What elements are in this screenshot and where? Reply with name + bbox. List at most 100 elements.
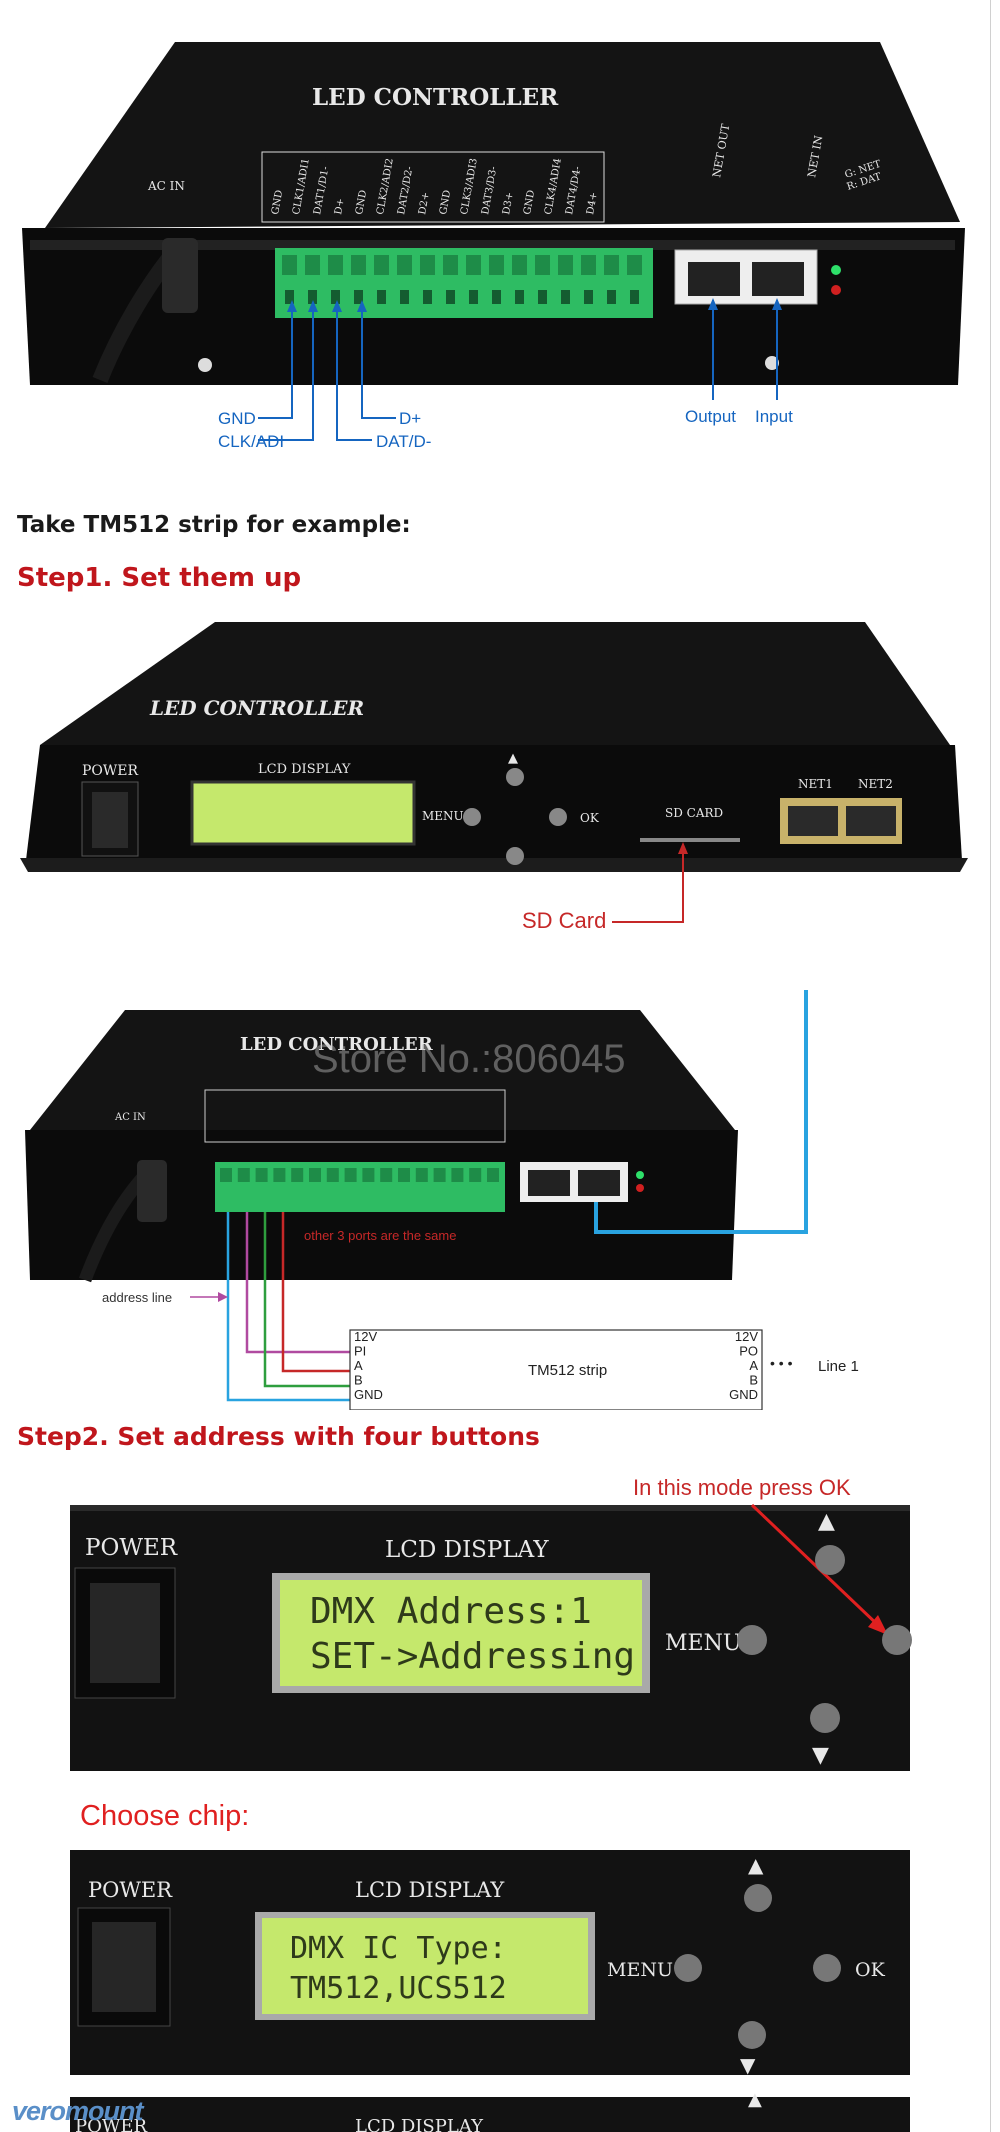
sd-card-callout: SD Card xyxy=(522,908,606,933)
strip-right-pin: PO xyxy=(739,1344,758,1359)
partial-power-label: POWER xyxy=(75,2116,148,2132)
port-label: D+ xyxy=(333,197,347,215)
output-callout: Output xyxy=(685,407,736,426)
wire-callouts xyxy=(258,300,778,441)
wiring-terminal-screw xyxy=(291,1168,304,1182)
wiring-terminal-screw xyxy=(433,1168,446,1182)
menu-label: MENU xyxy=(422,809,464,823)
wiring-terminal-screw xyxy=(309,1168,321,1182)
ok-button[interactable] xyxy=(549,808,567,826)
address-line-label: address line xyxy=(102,1290,172,1305)
terminal-slot xyxy=(561,290,570,304)
terminal-screw xyxy=(466,255,481,275)
port-label: D2+ xyxy=(417,191,432,215)
wiring-terminal-screw xyxy=(344,1168,357,1182)
terminal-screw xyxy=(558,255,573,275)
terminal-slot xyxy=(446,290,455,304)
terminal-screw xyxy=(581,255,596,275)
terminal-screw xyxy=(604,255,619,275)
terminal-slot xyxy=(607,290,616,304)
chip-lcd-line1: DMX IC Type: xyxy=(290,1931,507,1966)
chip-up-arrow-icon: ▲ xyxy=(748,1853,764,1877)
address-menu-button[interactable] xyxy=(737,1625,767,1655)
chip-down-arrow-icon: ▼ xyxy=(740,2053,756,2077)
gnd-callout: GND xyxy=(218,409,256,428)
wiring-terminal-screw xyxy=(487,1168,499,1182)
strip-right-pin: A xyxy=(749,1358,758,1373)
strip-name: TM512 strip xyxy=(528,1362,607,1379)
address-menu-label: MENU xyxy=(665,1631,741,1656)
chip-power-switch[interactable] xyxy=(92,1922,156,2012)
down-button[interactable] xyxy=(506,847,524,865)
port-label: GND xyxy=(270,189,285,215)
ok-label: OK xyxy=(580,811,600,825)
lcd-chip-photo: POWER LCD DISPLAY DMX IC Type: TM512,UCS… xyxy=(70,1850,910,2077)
strip-left-pin: B xyxy=(354,1373,363,1388)
page-border-line xyxy=(990,0,991,2132)
wiring-terminal-screw xyxy=(326,1168,339,1182)
continuation-dots: • • • xyxy=(770,1355,793,1371)
address-up-arrow-icon: ▲ xyxy=(818,1509,835,1534)
terminal-slot xyxy=(285,290,294,304)
chip-lcd-line2: TM512,UCS512 xyxy=(290,1971,507,2006)
up-button[interactable] xyxy=(506,768,524,786)
front-controller-title: LED CONTROLLER xyxy=(149,696,364,720)
wiring-controller-title: LED CONTROLLER xyxy=(240,1034,434,1055)
lcd-screen xyxy=(190,780,416,846)
strip-right-pin: GND xyxy=(729,1387,758,1402)
address-up-button[interactable] xyxy=(815,1545,845,1575)
up-arrow-icon: ▲ xyxy=(508,751,518,766)
terminal-screw xyxy=(535,255,550,275)
terminal-screw xyxy=(351,255,366,275)
strip-right-pin: B xyxy=(749,1373,758,1388)
ac-power-cable xyxy=(162,238,198,313)
brand-logo: veromount xyxy=(12,2096,144,2126)
address-lcd-line2: SET->Addressing xyxy=(310,1636,635,1677)
chip-ok-label: OK xyxy=(855,1959,886,1981)
port-label: GND xyxy=(354,189,369,215)
address-down-button[interactable] xyxy=(810,1703,840,1733)
wiring-terminal-screw xyxy=(237,1168,250,1182)
chip-menu-label: MENU xyxy=(607,1959,673,1981)
partial-lcd-label: LCD DISPLAY xyxy=(355,2116,484,2132)
menu-button[interactable] xyxy=(463,808,481,826)
terminal-slot xyxy=(584,290,593,304)
terminal-screw xyxy=(305,255,320,275)
terminal-slot xyxy=(469,290,478,304)
front-controller-top-face xyxy=(40,622,950,745)
wiring-terminal-screw xyxy=(220,1168,232,1182)
terminal-screw xyxy=(512,255,527,275)
address-power-label: POWER xyxy=(85,1535,178,1561)
wiring-terminal-screw xyxy=(380,1168,393,1182)
wiring-terminal-screw xyxy=(273,1168,286,1182)
address-power-switch[interactable] xyxy=(90,1583,160,1683)
address-lcd-screen xyxy=(280,1580,642,1686)
strip-left-pin: PI xyxy=(354,1344,366,1359)
sd-card-slot-label: SD CARD xyxy=(665,806,723,820)
terminal-slot xyxy=(515,290,524,304)
terminal-screw xyxy=(420,255,435,275)
chip-up-button[interactable] xyxy=(744,1884,772,1912)
chip-menu-button[interactable] xyxy=(674,1954,702,1982)
port-label: GND xyxy=(522,189,537,215)
chip-power-label: POWER xyxy=(88,1878,173,1902)
clk-callout: CLK/ADI xyxy=(218,432,284,451)
dat-led-red xyxy=(831,285,841,295)
strip-left-pin: 12V xyxy=(354,1329,377,1344)
partial-up-arrow-icon: ▲ xyxy=(748,2089,762,2110)
terminal-screw xyxy=(443,255,458,275)
dplus-callout: D+ xyxy=(399,409,421,428)
line-label: Line 1 xyxy=(818,1358,859,1375)
wiring-terminal-screw xyxy=(255,1168,268,1182)
address-ok-button[interactable] xyxy=(882,1625,912,1655)
terminal-slot xyxy=(308,290,317,304)
chip-ok-button[interactable] xyxy=(813,1954,841,1982)
store-watermark: Store No.:806045 xyxy=(312,1037,626,1081)
intro-text: Take TM512 strip for example: xyxy=(17,512,411,538)
wiring-ac-cable xyxy=(137,1160,167,1222)
step1-title: Step1. Set them up xyxy=(17,563,302,593)
address-lcd-label: LCD DISPLAY xyxy=(385,1537,549,1563)
chip-down-button[interactable] xyxy=(738,2021,766,2049)
